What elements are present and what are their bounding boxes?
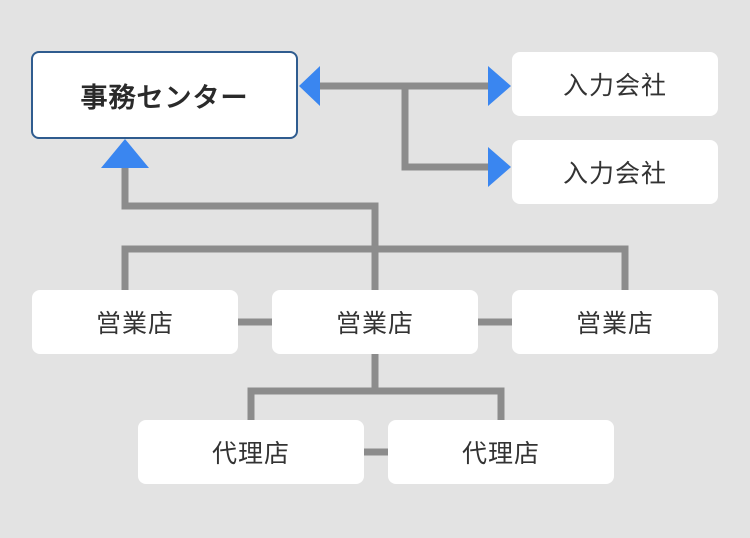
node-input-company-2: 入力会社 xyxy=(512,140,718,204)
connector-sales-bus xyxy=(121,245,629,290)
node-sales-office-left: 営業店 xyxy=(32,290,238,354)
arrowhead-up-to-center xyxy=(101,139,149,168)
connector-sales-to-center xyxy=(121,167,379,290)
node-input-company-1: 入力会社 xyxy=(512,52,718,116)
arrowhead-to-input-2 xyxy=(488,147,511,187)
node-sales-office-right: 営業店 xyxy=(512,290,718,354)
node-agency-left: 代理店 xyxy=(138,420,364,484)
connector-branch-input-2 xyxy=(401,86,490,171)
node-jimu-center: 事務センター xyxy=(31,51,298,139)
node-agency-right: 代理店 xyxy=(388,420,614,484)
node-sales-office-middle: 営業店 xyxy=(272,290,478,354)
connector-agency-bus xyxy=(247,387,505,420)
arrowhead-to-input-1 xyxy=(488,66,511,106)
arrowhead-to-center xyxy=(299,66,320,106)
